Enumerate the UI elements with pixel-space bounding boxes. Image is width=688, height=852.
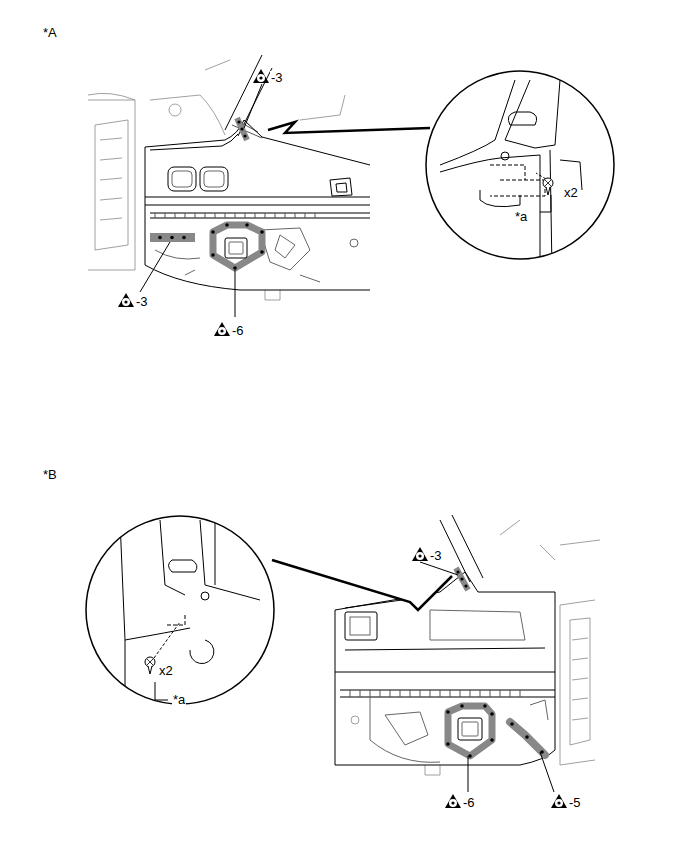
callout-letter: *a [514,210,528,223]
quantity-mark: x2 [158,664,174,677]
panel-letter: *B [42,468,58,481]
callout-number: -6 [462,796,476,809]
panel-letter: *A [42,26,58,39]
quantity-mark: x2 [563,186,579,199]
callout-number: -6 [231,324,245,337]
callout-number: -3 [135,295,149,308]
callout-letter: *a [172,693,186,706]
callout-number: -3 [429,549,443,562]
callout-number: -5 [568,796,582,809]
callout-number: -3 [270,71,284,84]
